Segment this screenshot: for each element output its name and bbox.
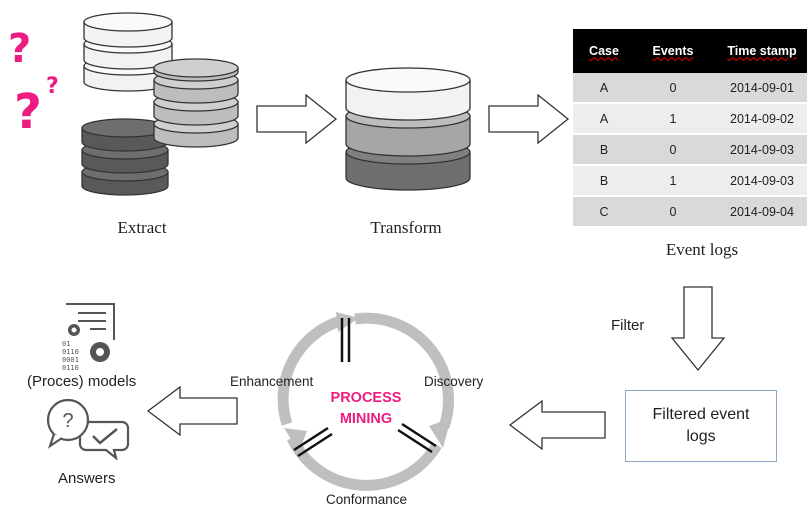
table-cell: 2014-09-03 xyxy=(711,165,807,197)
conformance-label: Conformance xyxy=(326,492,408,507)
arrow-right-icon xyxy=(256,94,338,144)
table-cell: 2014-09-04 xyxy=(711,196,807,228)
binary-line: 0110 xyxy=(62,348,79,356)
table-cell: 2014-09-02 xyxy=(711,103,807,135)
extract-databases-icon xyxy=(81,12,239,196)
answers-chat-icon: ? xyxy=(46,398,130,460)
transform-label: Transform xyxy=(370,218,442,237)
extract-label: Extract xyxy=(117,218,167,237)
process-mining-title: PROCESS MINING xyxy=(314,388,418,430)
question-mark-icon: ? xyxy=(14,84,42,140)
column-header-events: Events xyxy=(635,29,711,73)
question-glyph: ? xyxy=(62,410,73,432)
binary-line: 01 xyxy=(62,340,70,348)
filtered-event-logs-box: Filtered event logs xyxy=(625,390,777,462)
table-cell: 1 xyxy=(635,103,711,135)
table-cell: A xyxy=(573,103,635,135)
table-cell: 0 xyxy=(635,196,711,228)
arrow-down-icon xyxy=(670,286,726,372)
process-models-icon: 01 0110 0001 0110 xyxy=(62,303,115,370)
arrow-left-icon xyxy=(508,400,606,450)
table-row: A 1 2014-09-02 xyxy=(573,103,807,135)
enhancement-label: Enhancement xyxy=(230,374,314,389)
models-label: (Proces) models xyxy=(27,373,137,390)
table-cell: 2014-09-01 xyxy=(711,73,807,104)
question-mark-icon: ? xyxy=(8,26,32,72)
table-cell: B xyxy=(573,165,635,197)
table-row: B 1 2014-09-03 xyxy=(573,165,807,197)
binary-line: 0110 xyxy=(62,364,79,370)
event-log-table: Case Events Time stamp A 0 2014-09-01 A … xyxy=(573,29,807,228)
table-cell: 2014-09-03 xyxy=(711,134,807,166)
table-cell: C xyxy=(573,196,635,228)
table-cell: A xyxy=(573,73,635,104)
discovery-label: Discovery xyxy=(424,374,484,389)
event-logs-label: Event logs xyxy=(665,240,739,259)
process-mining-cycle xyxy=(277,312,454,491)
transform-database-icon xyxy=(345,67,471,191)
table-row: C 0 2014-09-04 xyxy=(573,196,807,228)
table-cell: 0 xyxy=(635,134,711,166)
table-row: A 0 2014-09-01 xyxy=(573,73,807,104)
column-header-case: Case xyxy=(573,29,635,73)
answers-label: Answers xyxy=(58,470,116,487)
process-mining-line2: MINING xyxy=(339,411,393,428)
table-row: B 0 2014-09-03 xyxy=(573,134,807,166)
column-header-timestamp: Time stamp xyxy=(711,29,807,73)
filtered-event-logs-label: Filtered event logs xyxy=(652,406,750,445)
table-cell: 1 xyxy=(635,165,711,197)
filter-label: Filter xyxy=(611,317,645,334)
table-cell: 0 xyxy=(635,73,711,104)
table-cell: B xyxy=(573,134,635,166)
arrow-left-icon xyxy=(146,386,238,436)
question-mark-icon: ? xyxy=(46,74,59,99)
process-mining-line1: PROCESS xyxy=(330,390,402,406)
binary-line: 0001 xyxy=(62,356,79,364)
table-header-row: Case Events Time stamp xyxy=(573,29,807,73)
arrow-right-icon xyxy=(488,94,570,144)
